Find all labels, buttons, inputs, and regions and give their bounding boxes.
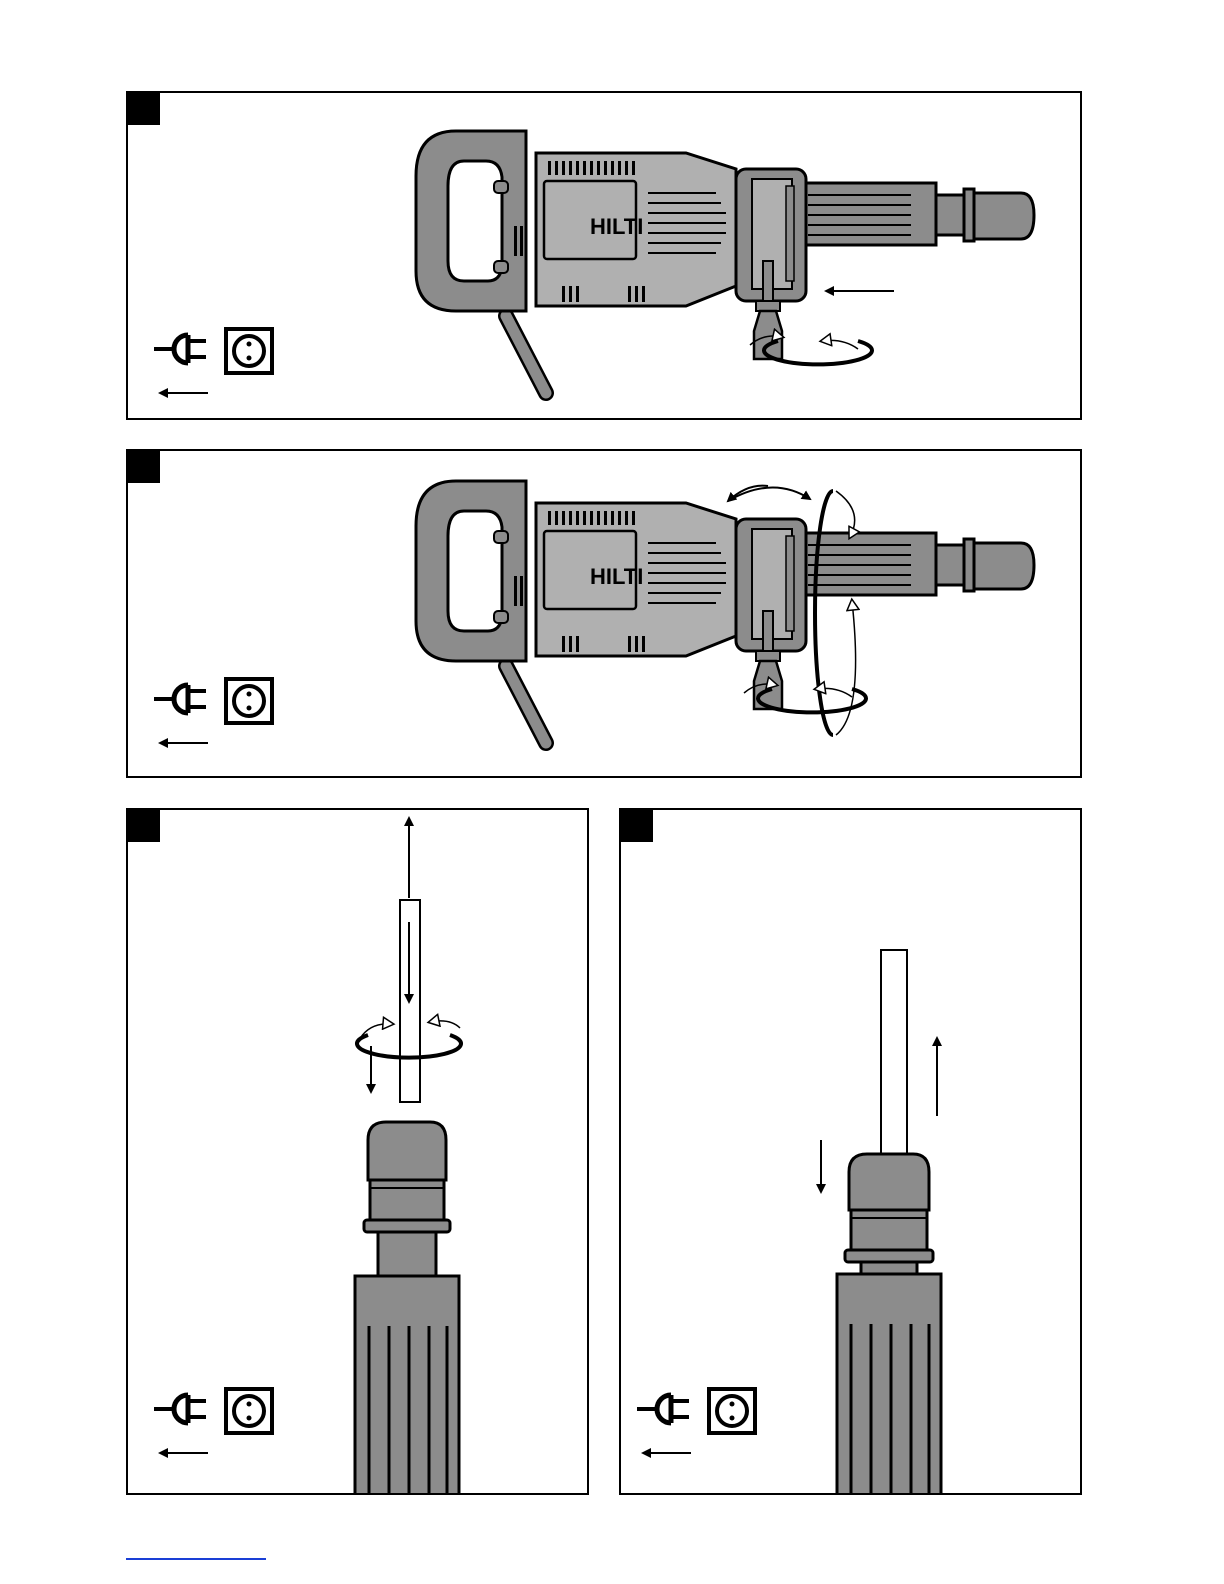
figure-panel-1: HILTI	[126, 91, 1082, 420]
breaker-illustration-1: HILTI	[128, 93, 1080, 418]
tool-insertion-illustration	[128, 810, 587, 1493]
direction-arrow-icon	[728, 487, 810, 501]
figure-panel-2: HILTI	[126, 449, 1082, 778]
plug-icon	[154, 329, 272, 393]
brand-logo: HILTI	[590, 214, 643, 239]
rotation-arrow-icon	[815, 491, 856, 735]
brand-logo: HILTI	[590, 564, 643, 589]
figure-panel-4	[619, 808, 1082, 1495]
footer-rule	[126, 1558, 266, 1560]
plug-icon	[637, 1389, 755, 1453]
plug-icon	[154, 679, 272, 743]
breaker-illustration-2: HILTI	[128, 451, 1080, 776]
plug-icon	[154, 1389, 272, 1453]
figure-panel-3	[126, 808, 589, 1495]
tool-removal-illustration	[621, 810, 1080, 1493]
